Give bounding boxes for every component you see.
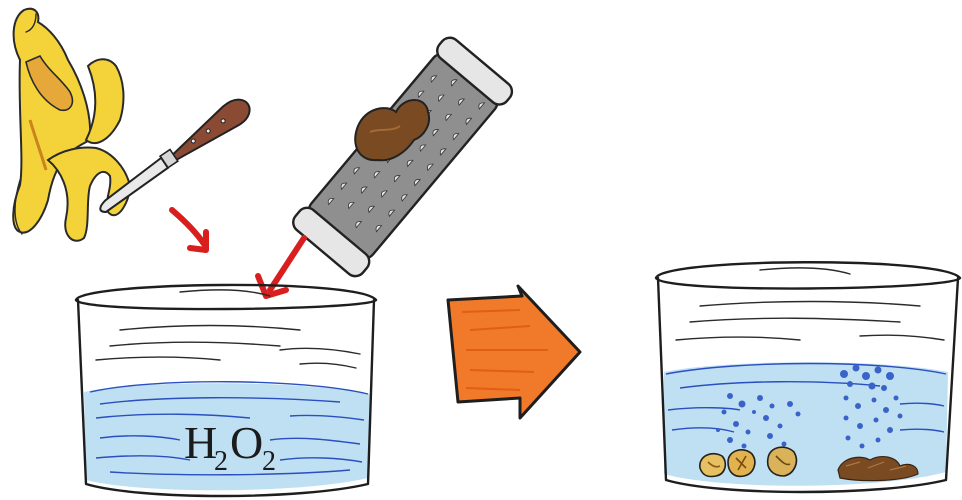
formula-h2o2: H 2 O 2 [184, 417, 276, 477]
knife-icon [99, 98, 251, 213]
banana-pieces [699, 446, 798, 478]
bubbles-left [716, 393, 801, 449]
beaker-icon: H 2 O 2 [74, 283, 378, 498]
big-arrow-icon [446, 284, 582, 420]
formula-subscript-2: 2 [262, 446, 276, 477]
bubbles-right [840, 364, 903, 449]
red-arrow-left [169, 207, 209, 253]
grater-icon [292, 36, 514, 278]
formula-element-2: O [230, 417, 263, 468]
beaker-icon [654, 261, 962, 494]
formula-subscript-1: 2 [214, 446, 228, 477]
ginger-pieces [837, 456, 919, 482]
ginger-root-icon [354, 99, 430, 162]
formula-element-1: H [184, 417, 217, 468]
banana-peel-icon [12, 7, 132, 242]
